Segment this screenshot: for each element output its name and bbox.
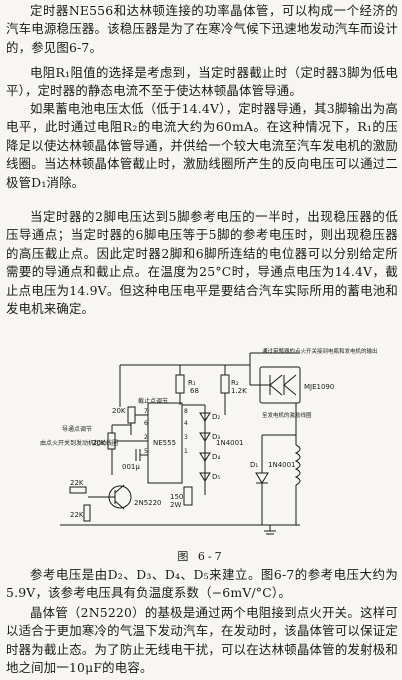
label-r1: R₁ xyxy=(188,379,196,387)
label-r2-value: 1.2K xyxy=(231,387,247,395)
label-d1: D₁ xyxy=(250,461,258,469)
label-pot-off: 截止点调节 xyxy=(138,397,168,405)
label-r150: 150 xyxy=(170,493,183,501)
label-22k-b: 22K xyxy=(70,511,84,519)
label-2w: 2W xyxy=(170,501,181,509)
label-pin4: 4 xyxy=(184,420,188,427)
label-pot-20k-a: 20K xyxy=(112,407,126,415)
label-d3: D₃ xyxy=(212,433,220,441)
paragraph-r1: 电阻R₁阻值的选择是考虑到，当定时器截止时（定时器3脚为低电平），定时器的静态电… xyxy=(6,65,398,99)
figure-caption: 图 6-7 xyxy=(177,550,225,563)
label-d2: D₂ xyxy=(212,413,220,421)
label-pin1: 1 xyxy=(184,448,188,455)
label-r2: R₂ xyxy=(231,379,239,387)
label-pot-on: 导通点调节 xyxy=(62,425,92,433)
label-pin3: 3 xyxy=(184,434,188,441)
label-transistor: 2N5220 xyxy=(134,499,162,507)
paragraph-intro: 定时器NE556和达林顿连接的功率晶体管，可以构成一个经济的汽车电源稳压器。该稳… xyxy=(6,3,398,55)
label-r1-value: 68 xyxy=(190,387,199,395)
paragraph-transistor: 晶体管（2N5220）的基极是通过两个电阻接到点火开关。这样可以适合于更加寒冷的… xyxy=(6,605,398,676)
paragraph-reference: 参考电压是由D₂、D₃、D₄、D₅来建立。图6-7的参考电压大约为5.9V，该参… xyxy=(6,567,398,601)
circuit-diagram: R₁ 68 R₂ 1.2K 通过带整器的点火开关接到电瓶和发电机的输出 MJE1… xyxy=(40,347,378,535)
label-cap: 001μ xyxy=(122,463,140,471)
label-d4: D₄ xyxy=(212,453,220,461)
label-darlington: MJE1090 xyxy=(304,383,334,391)
label-d5: D₅ xyxy=(212,473,220,481)
label-22k-a: 22K xyxy=(70,479,84,487)
label-coil-note: 至发电机的激励线圈 xyxy=(262,411,312,419)
label-pin5: 5 xyxy=(144,448,148,455)
label-top-note: 通过带整器的点火开关接到电瓶和发电机的输出 xyxy=(262,347,378,355)
label-pin6: 6 xyxy=(144,420,148,427)
label-pin2: 2 xyxy=(144,434,148,441)
label-d1-part: 1N4001 xyxy=(268,461,296,469)
paragraph-low-voltage: 如果蓄电池电压太低（低于14.4V），定时器导通，其3脚输出为高电平，此时通过电… xyxy=(6,101,398,190)
paragraph-threshold: 当定时器的2脚电压达到5脚参考电压的一半时，出现稳压器的低压导通点；当定时器的6… xyxy=(6,209,398,317)
label-chip: NE555 xyxy=(153,439,176,447)
label-ign-note: 由点火开关到发动机起动线圈 xyxy=(40,439,118,447)
label-diode-part: 1N4001 xyxy=(216,439,244,447)
label-pin8: 8 xyxy=(184,408,188,415)
label-pin7: 7 xyxy=(144,408,148,415)
label-pot-20k-b: 20K xyxy=(92,439,106,447)
